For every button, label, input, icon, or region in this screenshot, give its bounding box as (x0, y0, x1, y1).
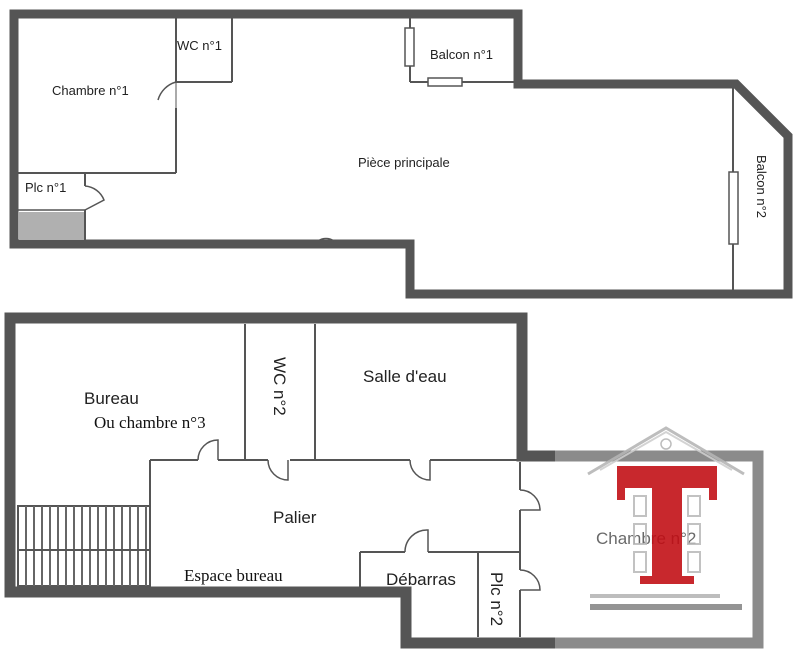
lower-exterior-wall (4, 312, 764, 649)
agency-logo-watermark (555, 408, 775, 654)
logo-baseline (590, 604, 742, 610)
label-espace-bureau: Espace bureau (184, 566, 283, 585)
stair-door-swing (317, 237, 335, 242)
upper-floor-plan: Chambre n°1 WC n°1 Balcon n°1 Pièce prin… (9, 9, 793, 299)
logo-roof-icon (587, 426, 745, 476)
logo-baseline (590, 594, 720, 598)
balcon-1-window (427, 77, 463, 87)
upper-exterior-wall (9, 9, 793, 299)
label-bureau-alt: Ou chambre n°3 (94, 413, 206, 432)
label-wc-1: WC n°1 (177, 38, 222, 53)
balcon-1-window (404, 27, 415, 67)
label-chambre-1: Chambre n°1 (52, 83, 129, 98)
logo-windows-icon (633, 495, 701, 573)
closet-shaded-area (19, 212, 85, 240)
label-wc-2: WC n°2 (270, 357, 289, 416)
debarras-door-swing (404, 529, 429, 553)
placard-2-door-swing (519, 569, 541, 591)
placard-1-door-swing (84, 185, 105, 211)
chambre-1-door-swing (157, 81, 177, 101)
label-balcon-2: Balcon n°2 (754, 155, 769, 218)
label-bureau: Bureau (84, 389, 139, 408)
salle-eau-door-swing (409, 459, 431, 481)
logo-roof-window-icon (660, 438, 672, 450)
label-salle-eau: Salle d'eau (363, 367, 447, 386)
logo-roof-icon (599, 430, 733, 471)
label-piece-principale: Pièce principale (358, 155, 450, 170)
stair-treads (25, 506, 147, 586)
logo-letter-t (617, 466, 717, 584)
label-debarras: Débarras (386, 570, 456, 589)
label-balcon-1: Balcon n°1 (430, 47, 493, 62)
label-placard-2: Plc n°2 (487, 572, 506, 626)
label-placard-1: Plc n°1 (25, 180, 66, 195)
bureau-door-swing (197, 439, 219, 461)
chambre-2-door-swing (519, 489, 541, 511)
label-palier: Palier (273, 508, 317, 527)
balcon-2-window (728, 171, 739, 245)
wc-2-door-swing (267, 459, 289, 481)
